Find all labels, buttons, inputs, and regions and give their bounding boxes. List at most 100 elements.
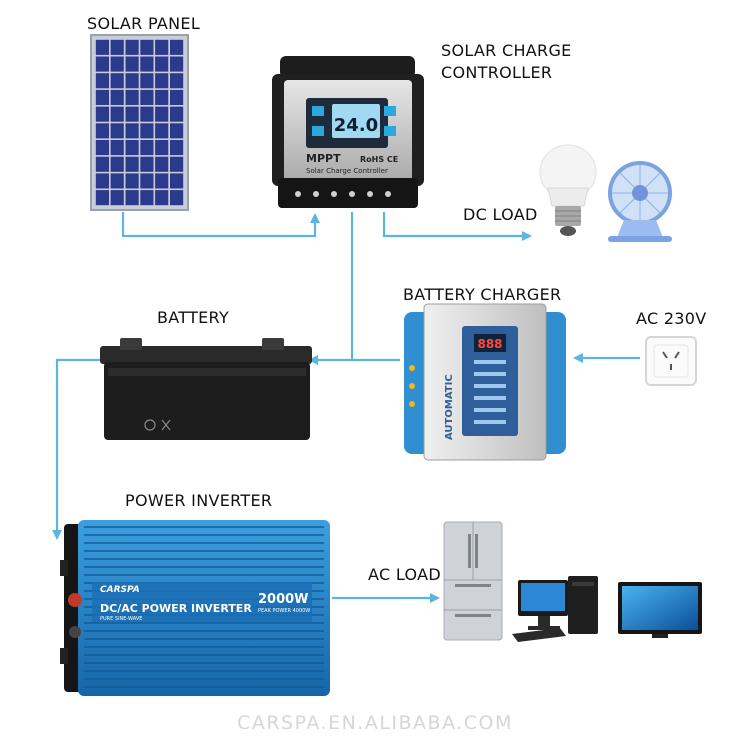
desktop-computer-image bbox=[512, 576, 598, 642]
solar-cell bbox=[140, 56, 154, 72]
refrigerator-image bbox=[443, 521, 503, 641]
controller-model-text: MPPT bbox=[306, 152, 341, 165]
label-controller-line2: CONTROLLER bbox=[441, 63, 553, 82]
solar-cell bbox=[170, 156, 184, 172]
solar-cell bbox=[110, 56, 124, 72]
connector-panel-to-controller bbox=[121, 212, 320, 238]
solar-cell bbox=[125, 73, 139, 89]
solar-cell bbox=[155, 56, 169, 72]
solar-cell bbox=[95, 123, 109, 139]
solar-cell bbox=[110, 106, 124, 122]
watermark-text: CARSPA.EN.ALIBABA.COM bbox=[237, 712, 513, 734]
battery-charger-image: 888 AUTOMATIC bbox=[404, 303, 566, 461]
solar-cell bbox=[95, 73, 109, 89]
label-ac-230v: AC 230V bbox=[636, 309, 707, 328]
solar-cell bbox=[110, 173, 124, 189]
solar-cell bbox=[170, 56, 184, 72]
solar-cell bbox=[170, 140, 184, 156]
solar-cell bbox=[140, 156, 154, 172]
controller-display-text: 24.0 bbox=[334, 115, 378, 136]
controller-subtitle-text: Solar Charge Controller bbox=[306, 167, 388, 175]
solar-cell bbox=[110, 190, 124, 206]
solar-cell bbox=[95, 190, 109, 206]
label-solar-charge-controller: SOLAR CHARGE CONTROLLER bbox=[441, 40, 572, 84]
television-image bbox=[618, 582, 702, 638]
label-ac-load: AC LOAD bbox=[368, 565, 441, 584]
charge-controller-image: 24.0 MPPT Solar Charge Controller RoHS C… bbox=[272, 56, 424, 208]
solar-cell bbox=[95, 39, 109, 55]
solar-cell bbox=[95, 106, 109, 122]
solar-cell bbox=[125, 39, 139, 55]
solar-cell bbox=[155, 156, 169, 172]
solar-cell bbox=[110, 73, 124, 89]
solar-cell bbox=[125, 190, 139, 206]
solar-cell bbox=[125, 56, 139, 72]
solar-cell bbox=[125, 106, 139, 122]
solar-cell bbox=[95, 56, 109, 72]
label-power-inverter: POWER INVERTER bbox=[125, 491, 273, 510]
solar-cell bbox=[125, 173, 139, 189]
solar-cell bbox=[155, 73, 169, 89]
charger-side-text: AUTOMATIC bbox=[444, 374, 455, 440]
solar-cell bbox=[155, 89, 169, 105]
connector-controller-to-dc-load bbox=[382, 212, 532, 241]
solar-cell bbox=[95, 173, 109, 189]
solar-cell bbox=[110, 123, 124, 139]
solar-cell bbox=[140, 106, 154, 122]
solar-cell bbox=[155, 39, 169, 55]
solar-cell bbox=[140, 190, 154, 206]
solar-cell bbox=[140, 73, 154, 89]
solar-cell bbox=[125, 140, 139, 156]
solar-cell bbox=[125, 156, 139, 172]
solar-cell bbox=[110, 156, 124, 172]
solar-cell bbox=[140, 173, 154, 189]
solar-cell bbox=[170, 123, 184, 139]
solar-cell bbox=[155, 123, 169, 139]
light-bulb-image bbox=[539, 144, 597, 236]
wall-socket-image bbox=[645, 336, 697, 386]
solar-cell bbox=[140, 123, 154, 139]
solar-cell bbox=[95, 89, 109, 105]
desk-fan-image bbox=[608, 161, 672, 242]
battery-image bbox=[100, 338, 312, 440]
connector-lines bbox=[52, 212, 640, 603]
solar-cell bbox=[125, 89, 139, 105]
inverter-title-text: DC/AC POWER INVERTER bbox=[100, 602, 252, 615]
solar-cell bbox=[155, 190, 169, 206]
label-solar-panel: SOLAR PANEL bbox=[87, 14, 201, 33]
solar-cell bbox=[110, 89, 124, 105]
inverter-terminal-icons bbox=[60, 560, 68, 664]
solar-cell bbox=[125, 123, 139, 139]
inverter-brand-text: CARSPA bbox=[100, 585, 140, 595]
solar-cell bbox=[140, 140, 154, 156]
solar-cell bbox=[170, 173, 184, 189]
solar-cell bbox=[110, 39, 124, 55]
inverter-peak-text: PEAK POWER 4000W bbox=[258, 608, 310, 614]
solar-cell bbox=[170, 190, 184, 206]
inverter-wave-text: PURE SINE-WAVE bbox=[100, 616, 142, 622]
connector-battery-to-inverter bbox=[52, 358, 105, 540]
connector-controller-to-battery bbox=[308, 212, 354, 365]
solar-cell bbox=[155, 140, 169, 156]
solar-panel-image bbox=[90, 34, 189, 211]
solar-cell bbox=[155, 106, 169, 122]
label-battery-charger: BATTERY CHARGER bbox=[403, 285, 562, 304]
power-inverter-image: CARSPA DC/AC POWER INVERTER PURE SINE-WA… bbox=[64, 520, 330, 696]
label-dc-load: DC LOAD bbox=[463, 205, 538, 224]
solar-cell bbox=[170, 89, 184, 105]
solar-cell bbox=[110, 140, 124, 156]
controller-certs-text: RoHS CE bbox=[360, 155, 398, 164]
solar-cell bbox=[140, 39, 154, 55]
inverter-rating-text: 2000W bbox=[258, 592, 309, 607]
solar-cell bbox=[95, 156, 109, 172]
solar-cell bbox=[170, 73, 184, 89]
solar-cell bbox=[170, 39, 184, 55]
solar-cell bbox=[155, 173, 169, 189]
label-battery: BATTERY bbox=[157, 308, 230, 327]
charger-display-text: 888 bbox=[477, 337, 502, 351]
solar-cell bbox=[95, 140, 109, 156]
solar-cell bbox=[170, 106, 184, 122]
solar-cell bbox=[140, 89, 154, 105]
